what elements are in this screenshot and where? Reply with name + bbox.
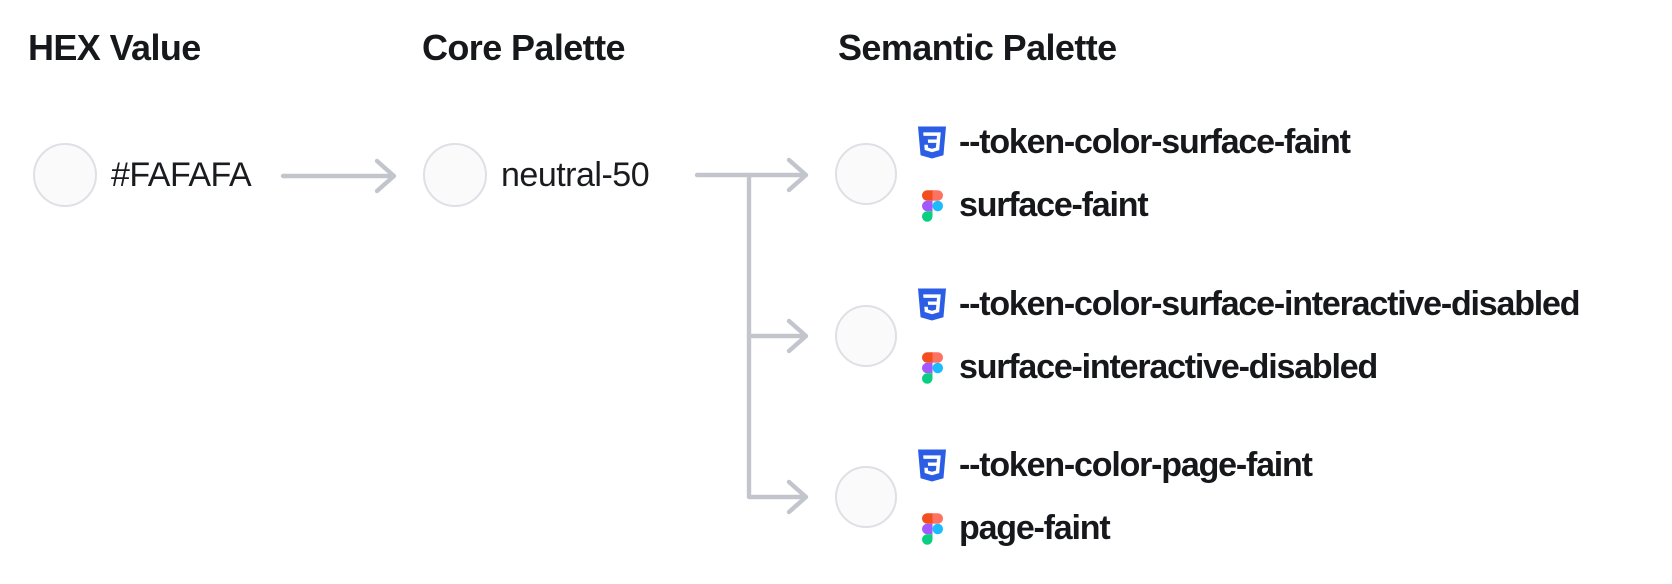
- semantic-node-page-faint: --token-color-page-faint page-faint: [835, 432, 1313, 562]
- semantic-color-swatch: [835, 466, 897, 528]
- branch-trunk-and-elbow: [746, 172, 806, 500]
- css3-logo-icon: [916, 449, 948, 482]
- semantic-node-surface-faint: --token-color-surface-faint surface-fain…: [835, 109, 1351, 239]
- hex-value-node: #FAFAFA: [33, 143, 252, 207]
- arrowhead-semantic-3: [786, 479, 809, 515]
- arrowhead-semantic-1: [786, 157, 809, 193]
- column-header-hex-value: HEX Value: [28, 27, 201, 68]
- css-variable-row: --token-color-surface-interactive-disabl…: [916, 284, 1581, 325]
- column-header-core-palette: Core Palette: [422, 27, 625, 68]
- semantic-color-swatch: [835, 305, 897, 367]
- arrowhead-hex-to-core: [374, 158, 397, 194]
- figma-style-name: surface-faint: [959, 186, 1149, 224]
- css-variable-name: --token-color-page-faint: [959, 446, 1313, 484]
- figma-logo-icon: [916, 352, 948, 384]
- semantic-color-swatch: [835, 143, 897, 205]
- figma-style-name: surface-interactive-disabled: [959, 348, 1378, 386]
- figma-logo-icon: [916, 190, 948, 222]
- figma-logo-icon: [916, 513, 948, 545]
- hex-color-swatch: [33, 143, 97, 207]
- figma-style-name: page-faint: [959, 509, 1111, 547]
- core-palette-node: neutral-50: [423, 143, 650, 207]
- core-color-swatch: [423, 143, 487, 207]
- css-variable-row: --token-color-surface-faint: [916, 122, 1351, 163]
- css-variable-name: --token-color-surface-interactive-disabl…: [959, 285, 1581, 323]
- figma-style-row: page-faint: [916, 508, 1312, 549]
- hex-value-label: #FAFAFA: [111, 155, 252, 194]
- semantic-node-surface-interactive-disabled: --token-color-surface-interactive-disabl…: [835, 271, 1581, 401]
- arrowhead-semantic-2: [786, 318, 809, 354]
- css3-logo-icon: [916, 126, 948, 159]
- css-variable-row: --token-color-page-faint: [916, 445, 1313, 486]
- figma-style-row: surface-faint: [916, 185, 1350, 226]
- css-variable-name: --token-color-surface-faint: [959, 123, 1351, 161]
- css3-logo-icon: [916, 288, 948, 321]
- figma-style-row: surface-interactive-disabled: [916, 347, 1579, 388]
- core-palette-label: neutral-50: [501, 155, 650, 194]
- column-header-semantic-palette: Semantic Palette: [838, 27, 1117, 68]
